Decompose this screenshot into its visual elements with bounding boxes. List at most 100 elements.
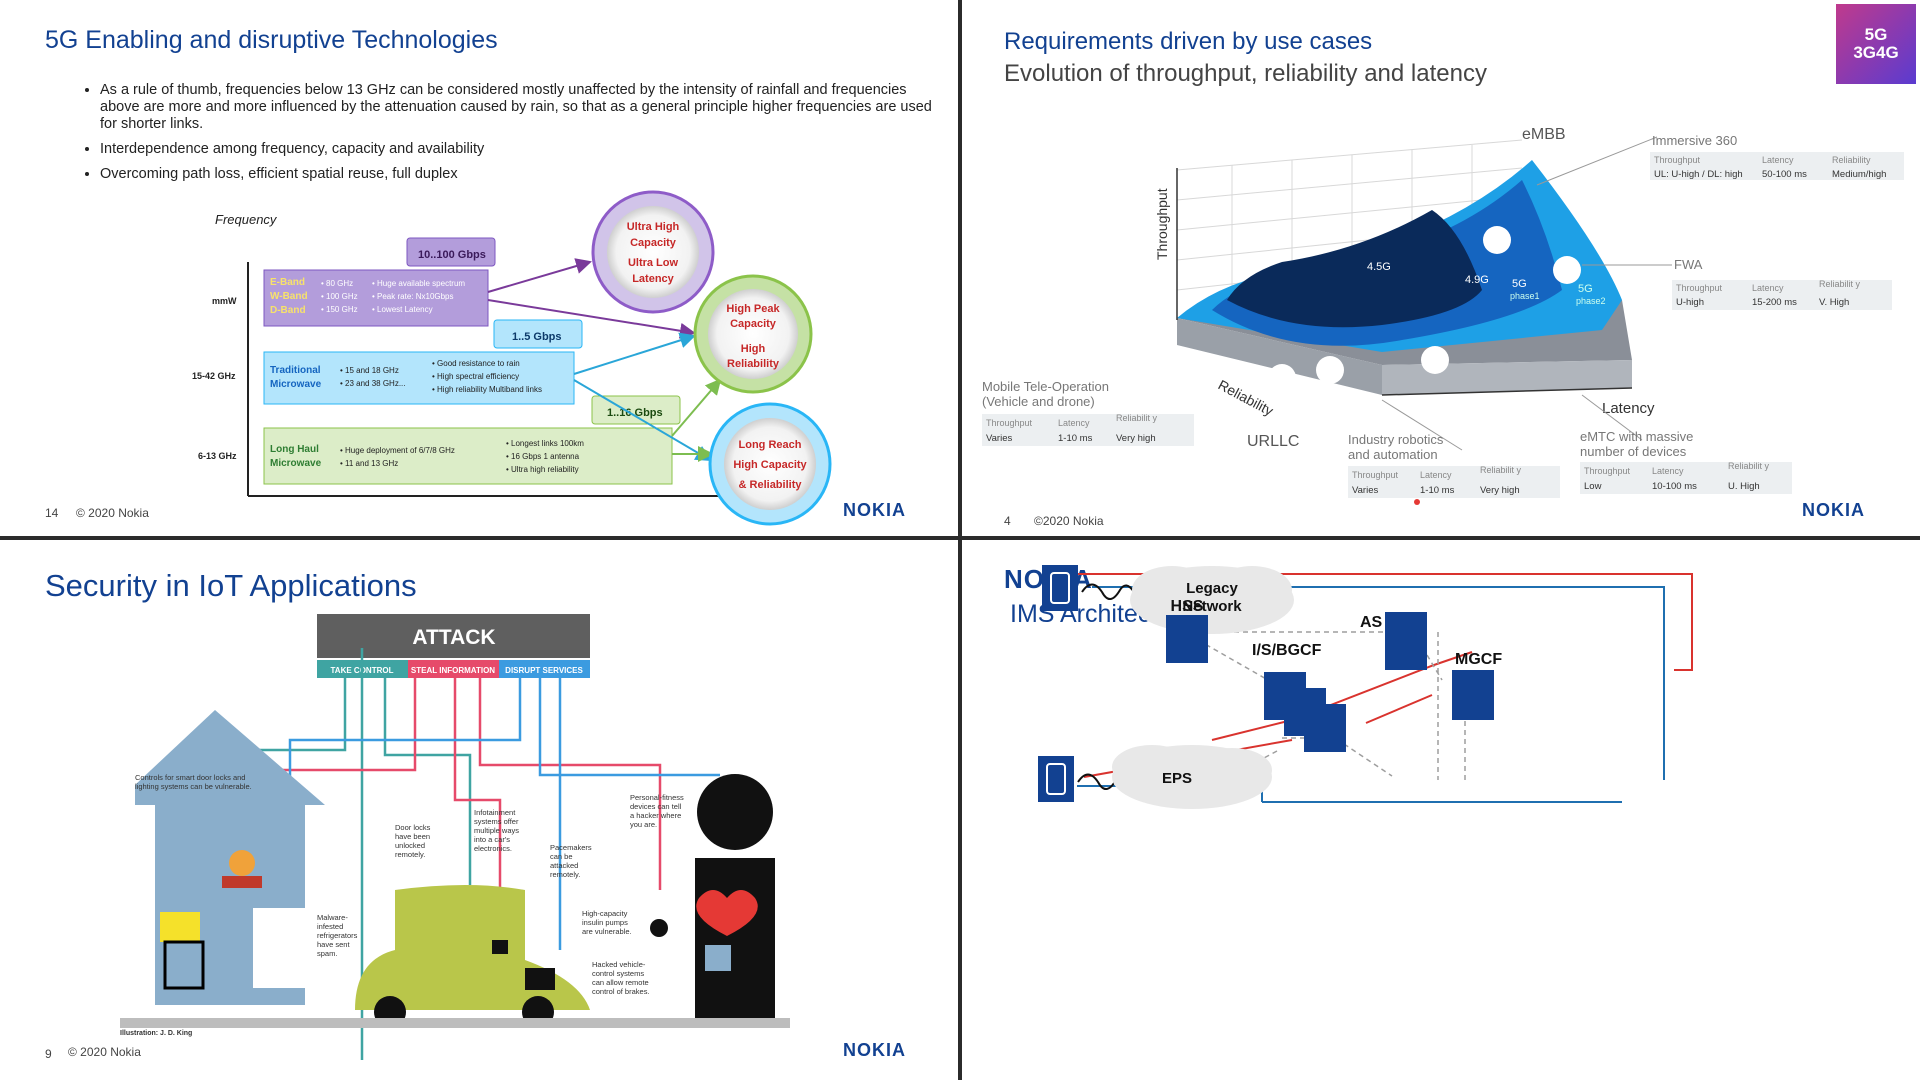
note-text: are vulnerable.: [582, 927, 632, 936]
nokia-logo: NOKIA: [843, 500, 906, 520]
table-cell: Very high: [1116, 433, 1156, 444]
ims-diagram: Legacy Network EPS HSS AS I/S/BGCF MGCF: [1038, 565, 1693, 809]
usecase-name: and automation: [1348, 447, 1438, 462]
eband-feature: • Huge available spectrum: [372, 279, 465, 288]
leader-line: [1581, 394, 1643, 441]
table-header: Throughput: [1584, 466, 1631, 476]
circle-text: High: [741, 343, 766, 355]
table-header: Reliabilit y: [1819, 279, 1861, 289]
longhaul-name: Microwave: [270, 458, 322, 469]
table-header: Reliabilit y: [1116, 413, 1158, 423]
corner-embb: eMBB: [1522, 126, 1566, 143]
note-text: you are.: [630, 820, 657, 829]
note-text: remotely.: [550, 870, 580, 879]
axis-label-frequency: Frequency: [215, 212, 278, 227]
table-cell: U. High: [1728, 481, 1760, 492]
note-text: unlocked: [395, 841, 425, 850]
circle-text: Ultra Low: [628, 257, 679, 269]
usecase-name: eMTC with massive: [1580, 429, 1693, 444]
eband-name: E-Band: [270, 277, 305, 288]
circle-text: Capacity: [630, 237, 677, 249]
slide-title: 5G Enabling and disruptive Technologies: [45, 26, 498, 54]
circle-text: High Capacity: [733, 459, 807, 471]
usecase-table: [1672, 280, 1892, 310]
vertical-divider: [958, 0, 962, 1080]
zone-label: phase2: [1576, 296, 1606, 306]
table-header: Latency: [1420, 470, 1452, 480]
bullet-item: Overcoming path loss, efficient spatial …: [100, 166, 940, 183]
note-text: insulin pumps: [582, 918, 628, 927]
longhaul-freq: • Huge deployment of 6/7/8 GHz: [340, 446, 455, 455]
eband-feature: • Peak rate: Nx10Gbps: [372, 292, 454, 301]
zone-label: 4.5G: [1367, 261, 1391, 273]
person-body: [695, 858, 775, 1023]
horizontal-divider: [0, 536, 1920, 540]
note-text: systems offer: [474, 817, 519, 826]
table-cell: 1-10 ms: [1420, 485, 1455, 496]
factory-icon: [1268, 364, 1296, 392]
zone-label: phase1: [1510, 291, 1540, 301]
longhaul-freq: • 11 and 13 GHz: [340, 459, 398, 468]
note-text: Malware-: [317, 913, 348, 922]
capacity-tag-2: [493, 319, 583, 349]
vr-headset-icon: [1483, 226, 1511, 254]
leader-line: [1381, 399, 1463, 451]
cursor-dot: [1414, 499, 1420, 505]
capacity-tag-label: 10..100 Gbps: [418, 249, 486, 261]
slide-ims-architecture: NOKIA IMS Architecture: [962, 540, 1920, 1080]
table-header: Reliabilit y: [1480, 465, 1522, 475]
longhaul-box: [263, 427, 673, 485]
table-cell: 10-100 ms: [1652, 481, 1697, 492]
note-text: multiple ways: [474, 826, 519, 835]
axis-label-latency: Latency: [1602, 400, 1655, 417]
table-cell: U-high: [1676, 297, 1704, 308]
table-header: Throughput: [1352, 470, 1399, 480]
slide-requirements: Requirements driven by use cases Evoluti…: [962, 0, 1920, 536]
surface-4-9g: [1227, 210, 1482, 328]
note-text: attacked: [550, 861, 578, 870]
note-text: lighting systems can be vulnerable.: [135, 782, 252, 791]
hss-server-icon: [1166, 615, 1208, 663]
table-cell: 15-200 ms: [1752, 297, 1797, 308]
note-text: have been: [395, 832, 430, 841]
table-cell: Varies: [1352, 485, 1378, 496]
hss-label: HSS: [1171, 598, 1204, 615]
nokia-logo: NOKIA: [1802, 500, 1865, 520]
circle-inner: [607, 206, 699, 298]
table-header: Throughput: [986, 418, 1033, 428]
bullet-item: Interdependence among frequency, capacit…: [100, 141, 940, 158]
phone-device: [1038, 756, 1074, 802]
table-header: Reliability: [1832, 155, 1871, 165]
note-text: devices can tell: [630, 802, 682, 811]
arrow: [671, 378, 722, 437]
table-cell: 50-100 ms: [1762, 169, 1807, 180]
arrow: [487, 258, 592, 293]
table-cell: Low: [1584, 481, 1602, 492]
heart-icon: [696, 890, 758, 936]
circle-text: Long Reach: [739, 439, 802, 451]
infotainment-box: [492, 940, 508, 954]
row-label-15-42: 15-42 GHz: [192, 371, 236, 381]
note-text: Infotainment: [474, 808, 516, 817]
usecase-table: [1650, 152, 1904, 180]
usecase-name: FWA: [1674, 257, 1703, 272]
copyright: © 2020 Nokia: [76, 506, 149, 520]
slide-title: Requirements driven by use cases: [1004, 28, 1373, 55]
isbgcf-label: I/S/BGCF: [1252, 642, 1322, 659]
note-text: Controls for smart door locks and: [135, 773, 245, 782]
trad-name: Microwave: [270, 379, 322, 390]
table-cell: Very high: [1480, 485, 1520, 496]
usecase-table: [1348, 466, 1560, 498]
note-text: into a car's: [474, 835, 510, 844]
longhaul-feature: • 16 Gbps 1 antenna: [506, 452, 580, 461]
trad-freq: • 15 and 18 GHz: [340, 366, 399, 375]
table-cell: Medium/high: [1832, 169, 1886, 180]
dband-name: D-Band: [270, 305, 306, 316]
requirements-3d-diagram: 4.5G 4.9G 5G phase1 5G phase2 Throughput…: [982, 126, 1904, 505]
trad-feature: • Good resistance to rain: [432, 359, 520, 368]
alarm-bell: [229, 850, 255, 876]
bullet-list: As a rule of thumb, frequencies below 13…: [80, 82, 940, 191]
circle-text: Latency: [632, 273, 674, 285]
grid: [1176, 139, 1523, 320]
table-header: Throughput: [1654, 155, 1701, 165]
